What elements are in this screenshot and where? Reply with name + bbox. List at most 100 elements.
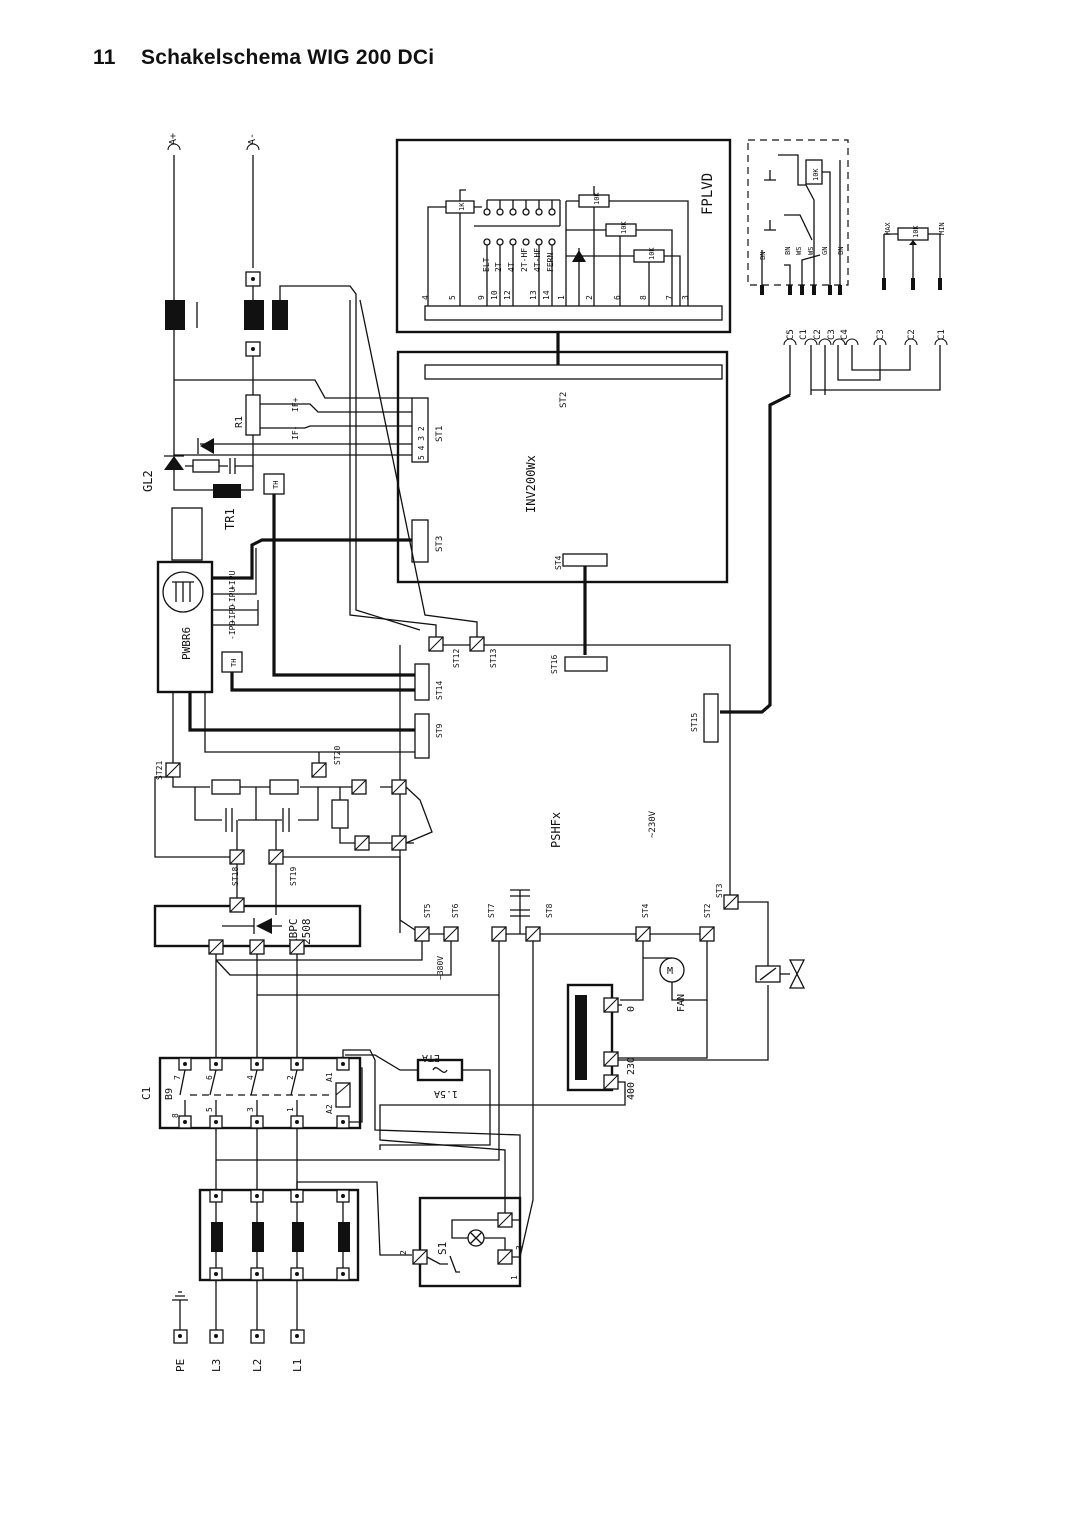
svg-text:~380V: ~380V bbox=[436, 956, 445, 980]
svg-text:PWBR6: PWBR6 bbox=[180, 627, 193, 660]
mains-input-terminals: PE L3 L2 L1 bbox=[172, 1291, 305, 1372]
svg-text:GN: GN bbox=[821, 247, 829, 255]
svg-text:7: 7 bbox=[173, 1075, 182, 1080]
st16-connector bbox=[564, 656, 608, 672]
svg-text:C3: C3 bbox=[876, 329, 886, 340]
remote-control-block: 10K BN BN WS WS GN BN bbox=[747, 139, 849, 295]
svg-text:B9: B9 bbox=[164, 1088, 175, 1100]
svg-text:MAX: MAX bbox=[884, 222, 892, 235]
svg-text:4: 4 bbox=[421, 295, 430, 300]
svg-text:MIN: MIN bbox=[938, 222, 946, 235]
svg-text:ST21: ST21 bbox=[155, 761, 164, 780]
svg-text:-IPU: -IPU bbox=[228, 588, 237, 607]
svg-text:1: 1 bbox=[286, 1107, 295, 1112]
svg-text:10K: 10K bbox=[648, 247, 656, 260]
pshfx-power-terminals: ST5 ST6 ST7 ST8 ST4 ST2 ST3 ~380V bbox=[215, 883, 739, 1200]
svg-text:ST12: ST12 bbox=[452, 649, 461, 668]
shunt-resistor-r1 bbox=[245, 394, 261, 436]
svg-text:S1: S1 bbox=[436, 1242, 449, 1255]
svg-text:8: 8 bbox=[171, 1113, 180, 1118]
svg-text:10K: 10K bbox=[593, 192, 601, 205]
svg-text:2508: 2508 bbox=[300, 919, 313, 946]
svg-text:5: 5 bbox=[205, 1107, 214, 1112]
snubber-network: ST21 ST20 ST18 ST19 bbox=[154, 692, 433, 931]
remote-connector-c: C5 C1 C2 C3 C4 C3 C2 C1 bbox=[720, 329, 948, 714]
pwbr6-module: PWBR6 +IPU -IPU +IPD -IPD TH bbox=[156, 507, 243, 694]
svg-text:PSHFx: PSHFx bbox=[549, 812, 563, 848]
output-terminal-a-minus: A- bbox=[246, 133, 260, 268]
svg-text:+IPU: +IPU bbox=[228, 571, 237, 590]
svg-text:C3: C3 bbox=[827, 329, 837, 340]
st4-connector bbox=[562, 553, 608, 567]
svg-text:C2: C2 bbox=[813, 329, 823, 340]
svg-text:230: 230 bbox=[626, 1057, 637, 1075]
st15-connector bbox=[703, 693, 719, 743]
svg-text:1: 1 bbox=[510, 1275, 519, 1280]
thermal-fuse-eta: ETA 1.5A bbox=[345, 1052, 491, 1150]
svg-text:ST6: ST6 bbox=[451, 903, 460, 918]
svg-text:ST9: ST9 bbox=[435, 723, 444, 738]
svg-text:FERN: FERN bbox=[546, 253, 555, 272]
svg-text:1K: 1K bbox=[458, 202, 466, 211]
svg-text:TR1: TR1 bbox=[223, 508, 237, 530]
svg-text:TH: TH bbox=[272, 481, 280, 489]
svg-text:1.5A: 1.5A bbox=[434, 1088, 458, 1099]
st3-connector bbox=[411, 519, 429, 563]
st2-connector bbox=[424, 364, 723, 380]
section-number: 11 bbox=[93, 46, 116, 69]
svg-text:ST16: ST16 bbox=[550, 655, 559, 674]
svg-text:BN: BN bbox=[759, 252, 767, 260]
inv200wx-board: ST2 5 4 3 2 ST1 INV200Wx ST3 ST4 bbox=[396, 350, 729, 584]
svg-text:ST3: ST3 bbox=[435, 536, 445, 552]
svg-text:ST13: ST13 bbox=[489, 649, 498, 668]
mains-switch-s1[interactable]: S1 2 3 1 bbox=[399, 1196, 534, 1288]
svg-text:ST4: ST4 bbox=[554, 555, 563, 570]
svg-text:WS: WS bbox=[807, 247, 815, 255]
svg-text:A1: A1 bbox=[325, 1072, 334, 1082]
svg-text:3: 3 bbox=[681, 295, 690, 300]
svg-text:+IPD: +IPD bbox=[228, 605, 237, 624]
svg-text:C5: C5 bbox=[786, 329, 796, 340]
svg-text:FPLVD: FPLVD bbox=[700, 173, 716, 215]
terminal-l3: L3 bbox=[210, 1359, 223, 1372]
svg-text:6: 6 bbox=[205, 1075, 214, 1080]
svg-text:14: 14 bbox=[542, 290, 551, 300]
svg-text:ST14: ST14 bbox=[435, 681, 444, 700]
gl2-snubber: GL2 TR1 bbox=[141, 438, 254, 530]
input-emc-filter bbox=[198, 1181, 412, 1330]
svg-text:~230V: ~230V bbox=[648, 810, 658, 838]
fplvd-board: FPLVD 4 5 9 10 12 13 14 1 2 6 8 7 3 ELT … bbox=[395, 138, 732, 334]
svg-text:10: 10 bbox=[490, 290, 499, 300]
svg-text:M: M bbox=[667, 966, 673, 977]
svg-text:C2: C2 bbox=[907, 329, 917, 340]
svg-text:C4: C4 bbox=[840, 329, 850, 340]
fplvd-connector bbox=[424, 305, 723, 321]
svg-text:5: 5 bbox=[448, 295, 457, 300]
svg-text:2: 2 bbox=[286, 1075, 295, 1080]
svg-text:ST5: ST5 bbox=[423, 903, 432, 918]
kbpc-rectifier: KBPC 2508 bbox=[153, 897, 362, 1058]
svg-text:3: 3 bbox=[246, 1107, 255, 1112]
svg-text:4T-HF: 4T-HF bbox=[533, 248, 542, 272]
svg-text:ST19: ST19 bbox=[289, 867, 298, 886]
aux-transformer bbox=[566, 983, 614, 1092]
svg-text:ST2: ST2 bbox=[703, 903, 712, 918]
output-terminal-a-plus: A+ bbox=[167, 133, 181, 300]
st9-connector bbox=[414, 713, 430, 759]
svg-text:ST20: ST20 bbox=[333, 746, 342, 765]
svg-text:2: 2 bbox=[399, 1250, 408, 1255]
svg-text:KBPC: KBPC bbox=[287, 919, 300, 946]
max-min-pot: 10K MAX MIN bbox=[882, 222, 946, 290]
svg-text:A2: A2 bbox=[325, 1104, 334, 1114]
svg-text:7: 7 bbox=[665, 295, 674, 300]
svg-text:8: 8 bbox=[639, 295, 648, 300]
svg-text:ST1: ST1 bbox=[435, 426, 445, 442]
svg-text:ST2: ST2 bbox=[559, 392, 569, 408]
svg-text:BN: BN bbox=[784, 247, 792, 255]
svg-text:IF+: IF+ bbox=[291, 397, 300, 412]
svg-text:6: 6 bbox=[613, 295, 622, 300]
svg-text:IF-: IF- bbox=[291, 426, 300, 440]
terminal-pe: PE bbox=[174, 1359, 187, 1372]
svg-text:0: 0 bbox=[626, 1006, 637, 1012]
svg-text:GL2: GL2 bbox=[141, 470, 155, 492]
